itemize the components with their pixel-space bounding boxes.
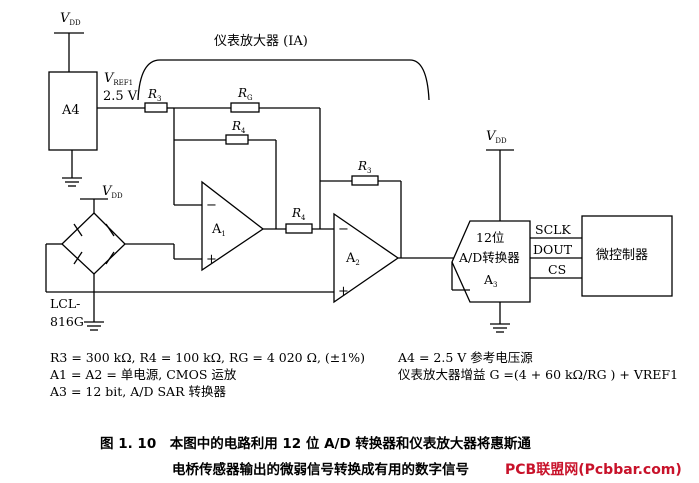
- vdd-top-label: VDD: [60, 11, 81, 27]
- dout-label: DOUT: [533, 242, 573, 257]
- watermark-url: (Pcbbar.com): [578, 462, 682, 478]
- r3-right-label: R3: [357, 159, 372, 175]
- watermark: PCB联盟网(Pcbbar.com): [505, 459, 682, 479]
- a2-plus: +: [338, 284, 349, 299]
- vref-label: VREF1: [104, 71, 133, 87]
- note-resistor-values: R3 = 300 kΩ, R4 = 100 kΩ, RG = 4 020 Ω, …: [50, 350, 365, 365]
- vdd-bridge-label: VDD: [102, 184, 123, 200]
- figure-caption-line1: 图 1. 10 本图中的电路利用 12 位 A/D 转换器和仪表放大器将惠斯通: [100, 436, 531, 452]
- adc-label-line1: 12位: [476, 230, 504, 245]
- vref-value: 2.5 V: [103, 89, 138, 104]
- r4-upper-label: R4: [231, 119, 246, 135]
- sclk-label: SCLK: [535, 222, 571, 237]
- mcu-label: 微控制器: [596, 248, 648, 263]
- a4-label: A4: [61, 103, 80, 118]
- watermark-name: PCB联盟网: [505, 462, 579, 478]
- figure-caption-line2: 电桥传感器输出的微弱信号转换成有用的数字信号: [172, 462, 469, 478]
- a2-minus: −: [338, 222, 349, 237]
- r4-lower-label: R4: [291, 206, 306, 222]
- a1-label: A1: [211, 222, 226, 238]
- a1-plus: +: [206, 252, 217, 267]
- cs-label: CS: [548, 262, 566, 277]
- adc-label-line2: A/D转换器: [458, 250, 520, 265]
- sensor-label-line2: 816G: [50, 314, 84, 329]
- r3-left-label: R3: [147, 87, 162, 103]
- vdd-adc-label: VDD: [486, 129, 507, 145]
- note-adc-type: A3 = 12 bit, A/D SAR 转换器: [50, 384, 226, 399]
- sensor-label-line1: LCL-: [50, 296, 80, 311]
- a2-label: A2: [345, 251, 360, 267]
- note-reference: A4 = 2.5 V 参考电压源: [398, 350, 533, 365]
- ia-label: 仪表放大器 (IA): [214, 34, 308, 49]
- note-gain-formula: 仪表放大器增益 G =(4 + 60 kΩ/RG ) + VREF1: [398, 367, 679, 382]
- adc-label-line3: A3: [483, 272, 498, 289]
- note-opamp-type: A1 = A2 = 单电源, CMOS 运放: [50, 367, 237, 382]
- a1-minus: −: [206, 198, 217, 213]
- component-notes-right: A4 = 2.5 V 参考电压源 仪表放大器增益 G =(4 + 60 kΩ/R…: [398, 349, 678, 383]
- component-notes-left: R3 = 300 kΩ, R4 = 100 kΩ, RG = 4 020 Ω, …: [50, 349, 365, 400]
- rg-label: RG: [237, 86, 253, 102]
